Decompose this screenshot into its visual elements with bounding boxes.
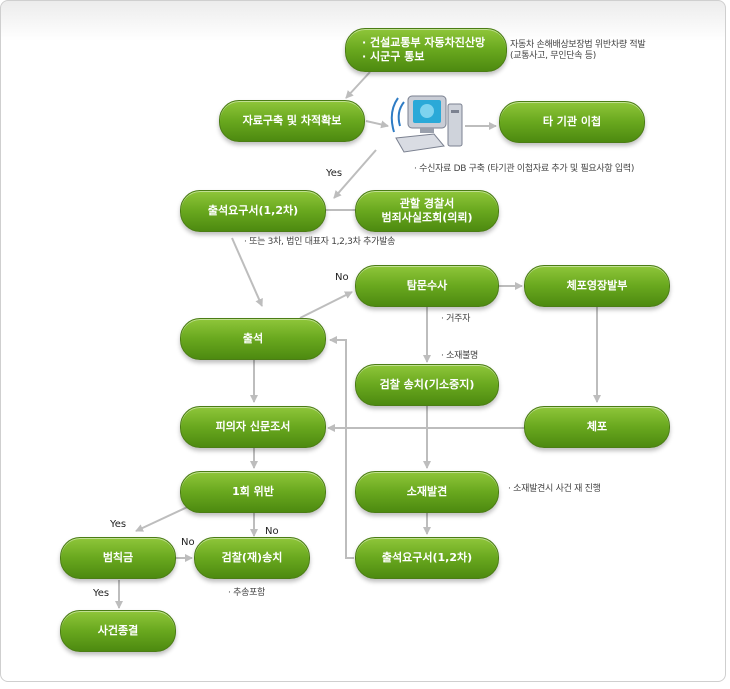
node-first-violation: 1회 위반 xyxy=(180,471,326,513)
node-fine-label: 범칙금 xyxy=(102,551,134,564)
label-yes-3: Yes xyxy=(93,588,110,599)
node-visit-label: 탐문수사 xyxy=(406,279,448,292)
note-unknown: · 소재불명 xyxy=(441,351,479,361)
note-resident: · 거주자 xyxy=(441,314,471,324)
node-closed: 사건종결 xyxy=(60,610,176,652)
node-other-agency-label: 타 기관 이첩 xyxy=(542,115,602,128)
node-summons: 출석요구서(1,2차) xyxy=(180,190,326,232)
node-arrest-label: 체포 xyxy=(586,420,608,433)
node-summons2: 출석요구서(1,2차) xyxy=(355,537,499,579)
node-arrest: 체포 xyxy=(524,406,670,448)
node-summons2-label: 출석요구서(1,2차) xyxy=(381,551,473,564)
node-build: 자료구축 및 차적확보 xyxy=(219,100,365,142)
node-notify: · 건설교통부 자동차진산망 · 시군구 통보 xyxy=(345,28,507,72)
node-found-label: 소재발견 xyxy=(406,485,448,498)
node-summons-label: 출석요구서(1,2차) xyxy=(207,204,299,217)
note-found-proceed: · 소재발견시 사건 재 진행 xyxy=(508,484,601,494)
node-fine: 범칙금 xyxy=(60,537,176,579)
arrow-pc-summons xyxy=(333,149,377,199)
arrow-summons-attend xyxy=(231,237,263,307)
arrow-attend-visit xyxy=(299,291,353,319)
label-no-1: No xyxy=(335,272,349,283)
note-corp: · 또는 3차, 법인 대표자 1,2,3차 추가발송 xyxy=(244,237,396,247)
node-notify-label: · 건설교통부 자동차진산망 · 시군구 통보 xyxy=(362,36,486,63)
node-attend-label: 출석 xyxy=(242,332,264,345)
node-other-agency: 타 기관 이첩 xyxy=(499,101,645,143)
label-yes-2: Yes xyxy=(110,519,127,530)
note-law: 자동차 손해배상보장법 위반차량 적발 (교통사고, 무인단속 등) xyxy=(510,40,646,61)
node-prosecution-stop: 검찰 송치(기소중지) xyxy=(355,364,499,406)
node-warrant-label: 체포영장발부 xyxy=(566,279,628,292)
label-no-2: No xyxy=(265,526,279,537)
node-first-violation-label: 1회 위반 xyxy=(232,485,274,498)
label-no-3: No xyxy=(181,537,195,548)
node-closed-label: 사건종결 xyxy=(97,624,139,637)
node-build-label: 자료구축 및 차적확보 xyxy=(242,114,342,127)
note-db: · 수신자료 DB 구축 (타기관 이첩자료 추가 및 필요사항 입력) xyxy=(414,164,635,174)
node-visit: 탐문수사 xyxy=(355,265,499,307)
arrow-summons2-attend xyxy=(329,336,354,559)
node-found: 소재발견 xyxy=(355,471,499,513)
arrow-build-pc xyxy=(365,120,389,129)
note-summary: · 추송포함 xyxy=(228,588,266,598)
node-prosecution: 검찰(재)송치 xyxy=(194,537,310,579)
node-prosecution-stop-label: 검찰 송치(기소중지) xyxy=(379,378,475,391)
computer-icon xyxy=(390,95,463,153)
node-attend: 출석 xyxy=(180,318,326,360)
node-warrant: 체포영장발부 xyxy=(524,265,670,307)
node-prosecution-label: 검찰(재)송치 xyxy=(221,551,283,564)
arrow-notify-build xyxy=(345,71,371,99)
node-suspect-interview: 피의자 신문조서 xyxy=(180,406,326,448)
node-suspect-interview-label: 피의자 신문조서 xyxy=(215,420,291,433)
label-yes-1: Yes xyxy=(326,168,343,179)
node-police: 관할 경찰서 범죄사실조회(의뢰) xyxy=(355,190,499,232)
node-police-label: 관할 경찰서 범죄사실조회(의뢰) xyxy=(381,197,473,224)
